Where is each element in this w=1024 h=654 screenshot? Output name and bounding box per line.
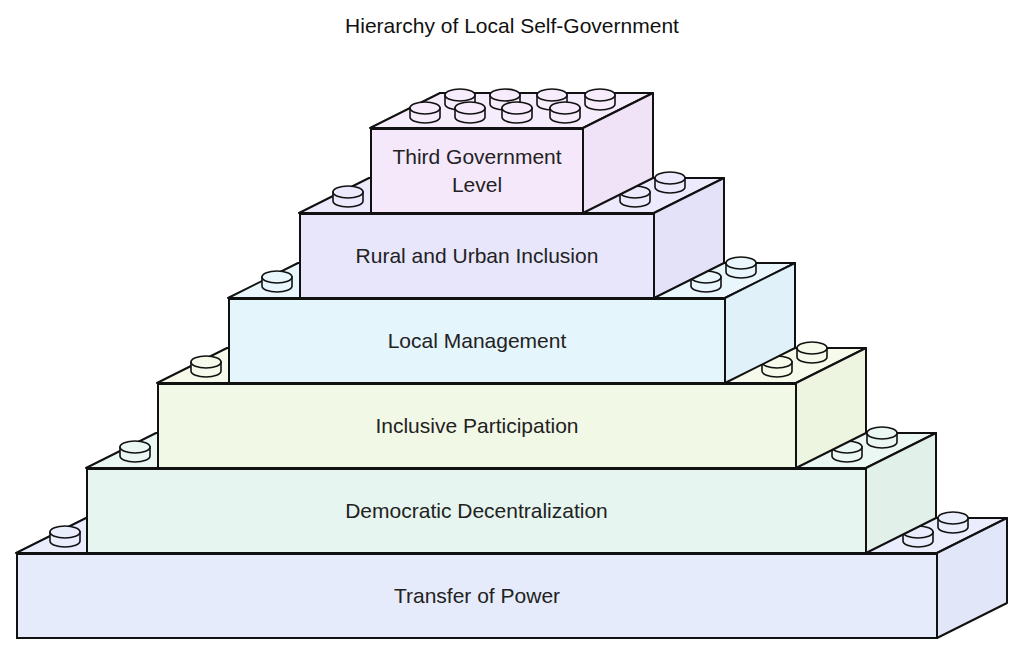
brick-side [654, 178, 724, 298]
brick-label: Inclusive Participation [367, 412, 586, 439]
brick-side [866, 433, 936, 553]
diagram-title: Hierarchy of Local Self-Government [0, 14, 1024, 38]
brick-stud [550, 102, 580, 114]
brick-side [725, 263, 795, 383]
brick-side [583, 93, 653, 213]
brick-stud [502, 102, 532, 114]
brick-front: Third Government Level [370, 128, 584, 214]
brick-stud [120, 441, 150, 453]
brick-stud [938, 512, 968, 524]
brick-stud [585, 89, 615, 101]
brick-label: Democratic Decentralization [337, 497, 616, 524]
brick-label: Transfer of Power [386, 582, 568, 609]
brick-stud [490, 89, 520, 101]
brick-stud [537, 89, 567, 101]
brick-stud [726, 257, 756, 269]
brick-stud [455, 102, 485, 114]
brick-stud [445, 89, 475, 101]
brick-stud [797, 342, 827, 354]
brick-stud [262, 271, 292, 283]
brick-label: Third Government Level [379, 143, 575, 200]
brick-label: Local Management [380, 327, 575, 354]
brick-stud [191, 356, 221, 368]
brick-side [796, 348, 866, 468]
brick-stud [655, 172, 685, 184]
brick-label: Rural and Urban Inclusion [348, 242, 607, 269]
brick-front: Transfer of Power [16, 553, 938, 639]
brick-stud [50, 526, 80, 538]
brick-front: Local Management [228, 298, 726, 384]
brick-front: Inclusive Participation [157, 383, 797, 469]
brick-side [937, 518, 1007, 638]
brick-stud [410, 102, 440, 114]
brick-front: Rural and Urban Inclusion [299, 213, 655, 299]
brick-stud [867, 427, 897, 439]
brick-stud [333, 186, 363, 198]
brick-front: Democratic Decentralization [86, 468, 867, 554]
